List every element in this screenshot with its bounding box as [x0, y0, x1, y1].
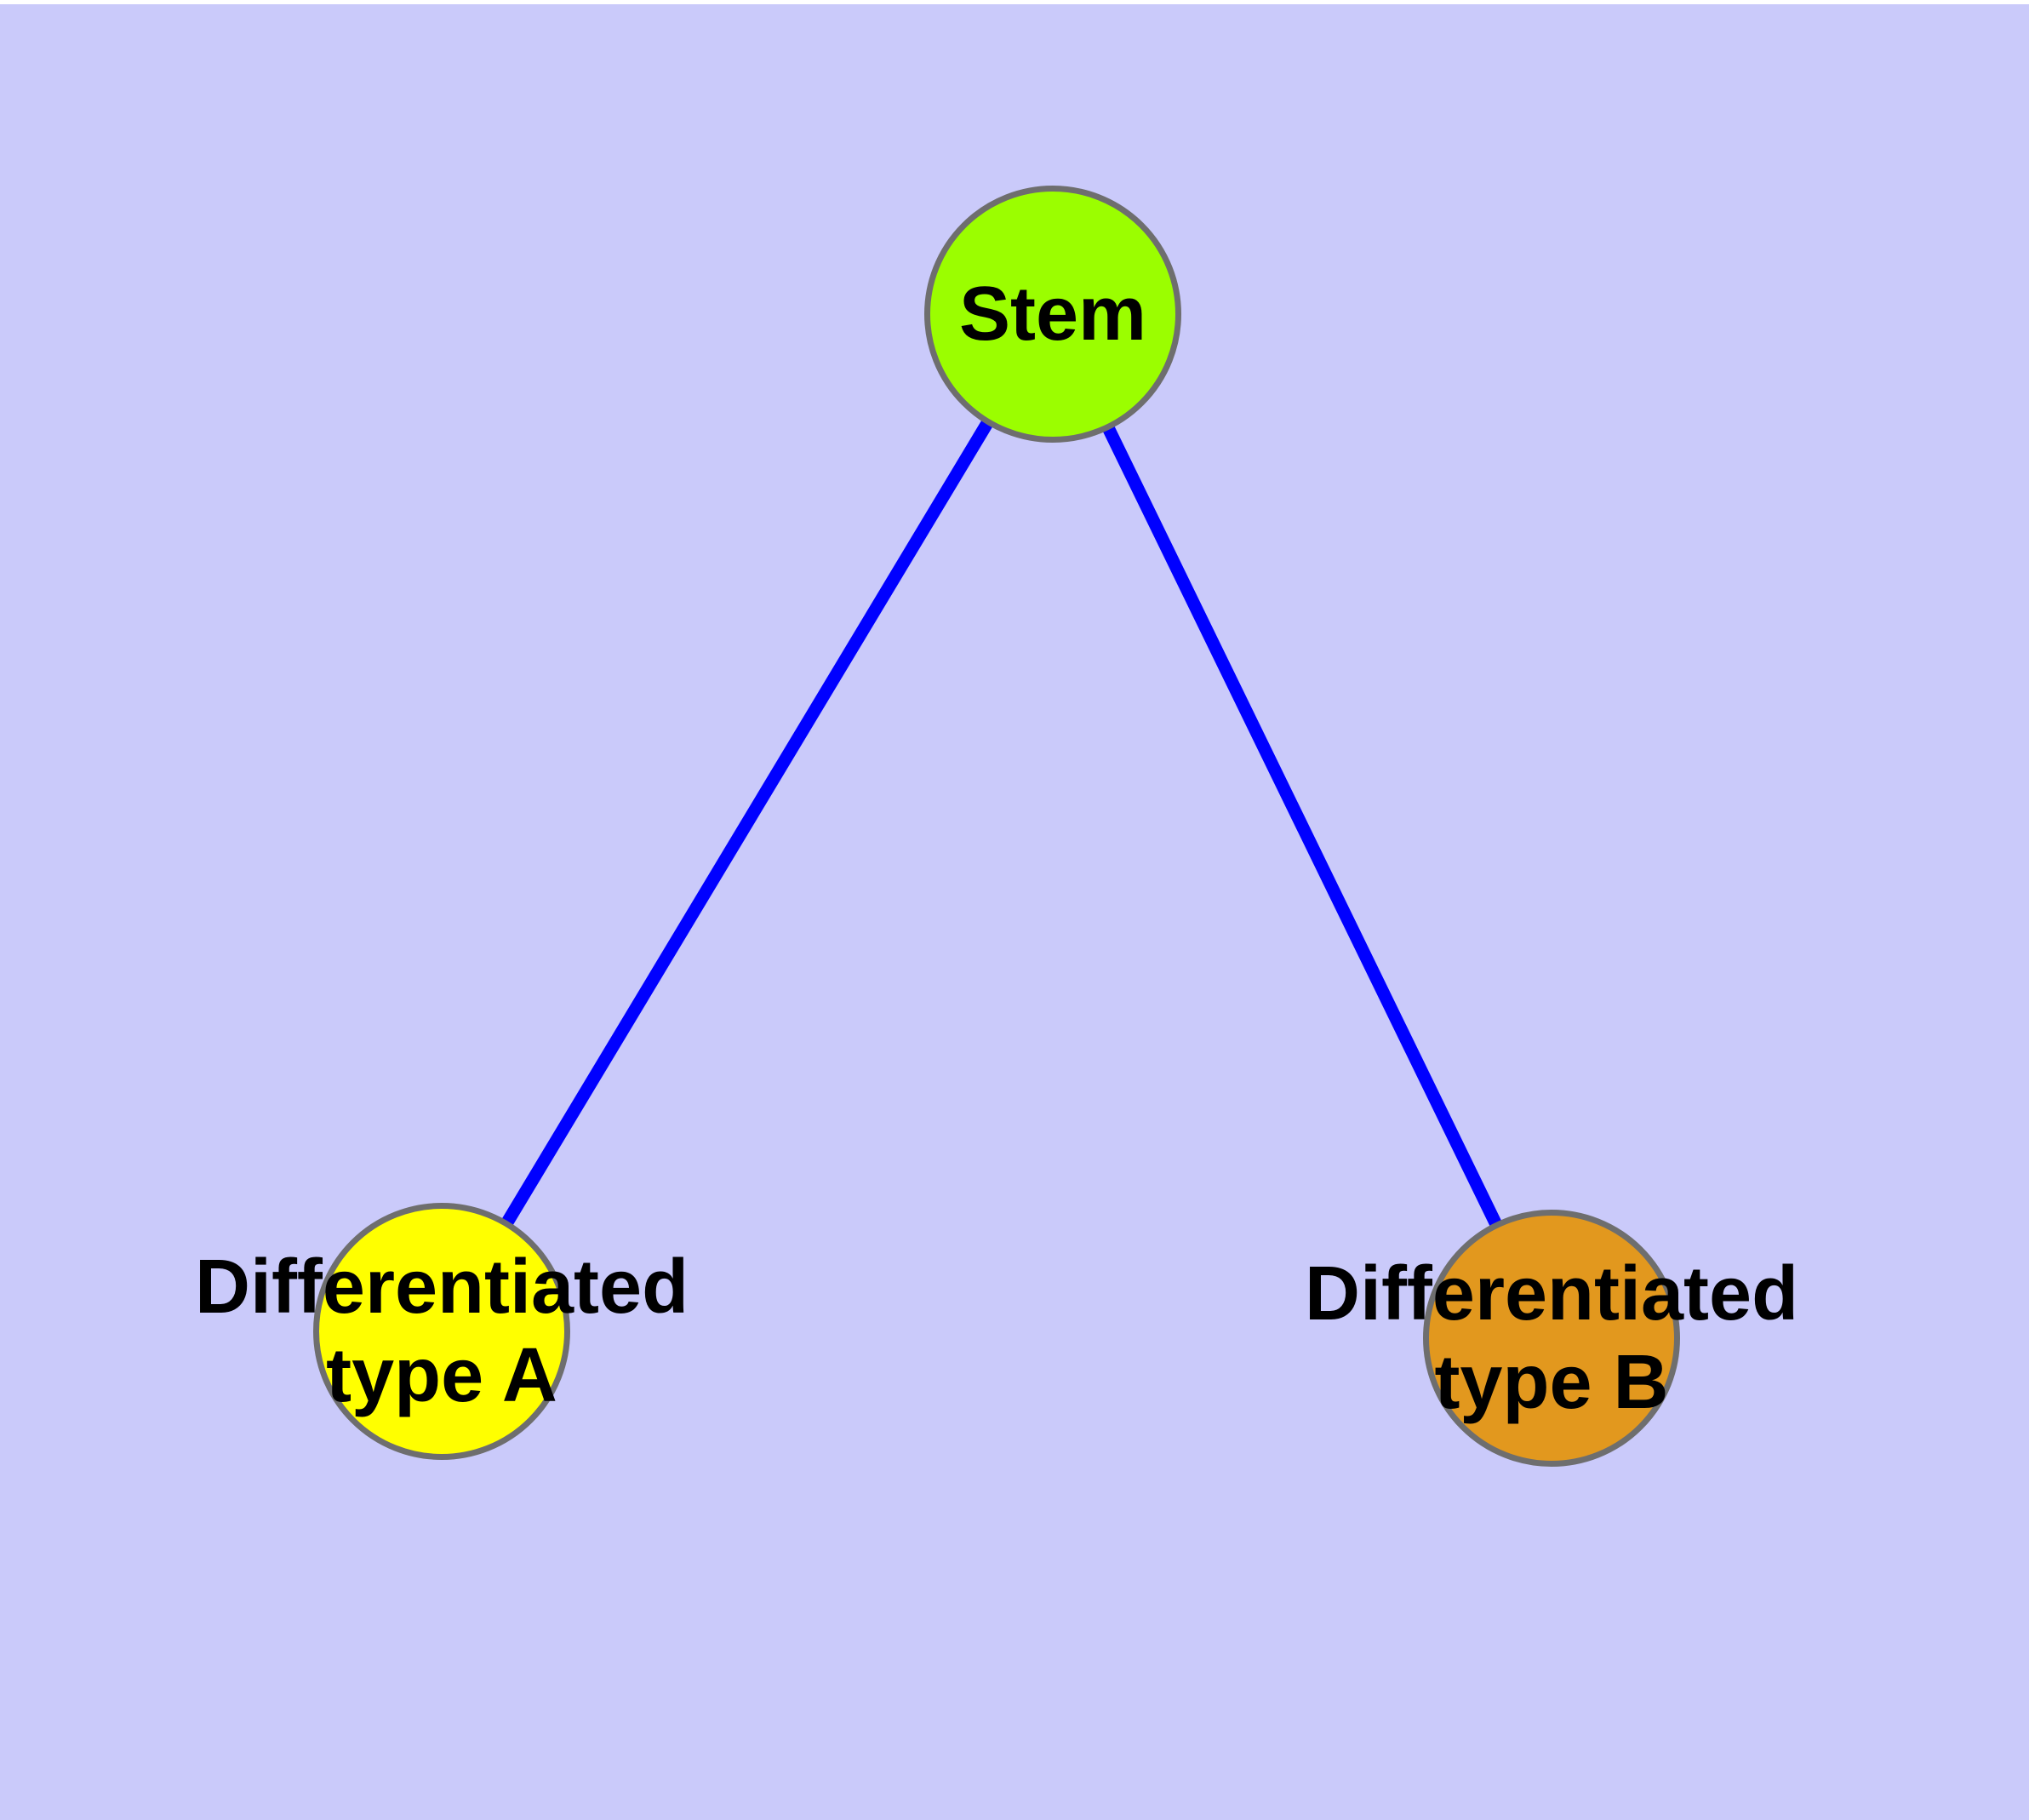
- node-stem[interactable]: [924, 186, 1181, 443]
- node-differentiated-type-b[interactable]: [1423, 1210, 1680, 1467]
- edge-stem-to-type-b: [1047, 311, 1557, 1342]
- edge-stem-to-type-a: [436, 311, 1059, 1335]
- top-margin-strip: [0, 0, 2029, 4]
- node-differentiated-type-a[interactable]: [313, 1203, 570, 1460]
